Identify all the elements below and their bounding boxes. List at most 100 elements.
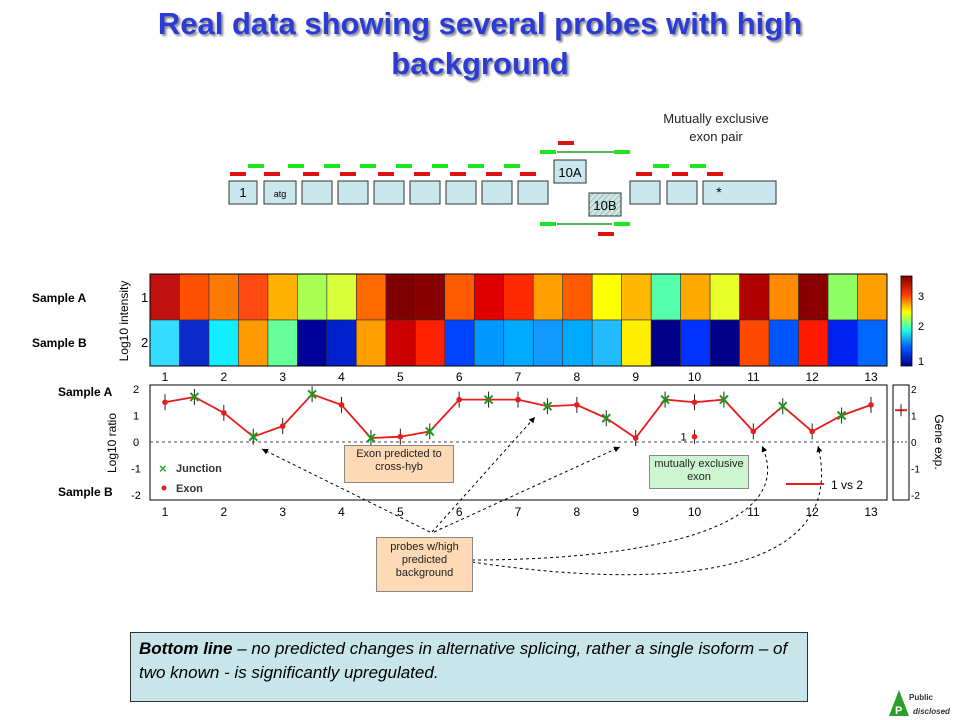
vs-label: 1 vs 2: [831, 478, 863, 492]
heat-xtick-10: 10: [688, 370, 702, 384]
heat-cell-a-4: [267, 273, 298, 321]
ratio-xtick-6: 6: [456, 505, 463, 519]
heat-cell-a-10: [444, 273, 475, 321]
exon-10b-label: 10B: [593, 198, 616, 213]
exon-box-7: [481, 180, 513, 205]
heat-cell-a-6: [326, 273, 357, 321]
mutex-exon-point: [691, 433, 698, 440]
heat-cell-a-12: [503, 273, 534, 321]
heat-xtick-12: 12: [805, 370, 819, 384]
heat-cell-b-2: [208, 319, 239, 367]
legend-exon-marker: [161, 485, 167, 491]
junction-point-23: [836, 410, 847, 421]
heat-cell-b-19: [709, 319, 740, 367]
heat-cell-b-22: [798, 319, 829, 367]
legend: × Junction Exon: [159, 461, 222, 495]
heat-cell-a-23: [827, 273, 858, 321]
ratio-xtick-11: 11: [747, 505, 760, 519]
heat-cell-b-9: [415, 319, 446, 367]
cross-hyb-note: Exon predicted to cross-hyb: [344, 445, 454, 483]
heat-xtick-2: 2: [220, 370, 227, 384]
ratio-sample-b-label: Sample B: [58, 485, 113, 499]
heat-cell-b-11: [473, 319, 505, 367]
ratio-ylabel: Log10 ratio: [105, 413, 119, 473]
ratio-xtick-8: 8: [573, 505, 580, 519]
heat-xtick-5: 5: [397, 370, 404, 384]
junction-point-17: [660, 394, 670, 405]
exon-point-6: [338, 402, 345, 408]
exon-box-4: [373, 180, 405, 205]
heat-cell-b-5: [297, 319, 328, 367]
heat-cell-a-5: [297, 273, 328, 321]
heat-cell-b-6: [326, 319, 357, 367]
heat-xtick-6: 6: [456, 370, 463, 384]
ratio-y-ticks: 210-1-2: [131, 384, 141, 502]
heat-cell-a-18: [680, 273, 711, 321]
heat-cell-b-13: [532, 319, 564, 367]
heat-cell-b-12: [503, 319, 534, 367]
ratio-xtick-7: 7: [515, 505, 522, 519]
title-line-2: background: [391, 46, 569, 81]
legend-junction-label: Junction: [176, 463, 222, 475]
junction-point-15: [601, 413, 611, 423]
heat-cell-b-14: [562, 319, 593, 367]
heat-xtick-11: 11: [747, 370, 760, 384]
colorbar-tick-1: 1: [918, 356, 924, 368]
ratio-xtick-13: 13: [864, 505, 878, 519]
bottom-line-bold: Bottom line: [139, 639, 233, 658]
heat-cell-a-22: [798, 273, 829, 321]
exon-point-16: [632, 435, 639, 441]
gene-exp-tick-1: 1: [911, 412, 917, 423]
ratio-xtick-1: 1: [162, 505, 169, 519]
heat-cell-b-24: [857, 319, 888, 367]
heat-cell-a-24: [857, 273, 888, 321]
exon-box-9: [629, 180, 661, 205]
colorbar: 3 2 1: [900, 275, 924, 368]
junction-point-7: [366, 433, 376, 443]
heat-cell-a-0: [149, 273, 180, 321]
heat-xtick-3: 3: [279, 370, 286, 384]
ratio-xtick-5: 5: [397, 505, 404, 519]
exon-point-4: [279, 423, 286, 429]
heat-cell-a-15: [591, 273, 622, 321]
heatmap-cells: [149, 273, 888, 367]
heat-cell-b-17: [650, 319, 681, 367]
heat-xtick-1: 1: [162, 370, 169, 384]
heat-cell-a-20: [739, 273, 770, 321]
exon-last-label: *: [716, 184, 722, 200]
gene-exp-ticks: 210-1-2: [911, 385, 920, 502]
heatmap-row-tick-1: 1: [141, 290, 148, 305]
heatmap-row-tick-2: 2: [141, 335, 148, 350]
heat-cell-b-18: [680, 319, 711, 367]
ratio-xtick-3: 3: [279, 505, 286, 519]
junction-point-3: [248, 431, 258, 442]
logo-disclosed: disclosed: [913, 707, 951, 716]
heat-cell-a-7: [356, 273, 387, 321]
ratio-ytick-2: 2: [133, 384, 139, 396]
junction-point-11: [483, 394, 494, 405]
junction-point-5: [307, 389, 317, 400]
exon-point-14: [574, 402, 580, 408]
page-title: Real data showing several probes with hi…: [0, 4, 960, 84]
gene-exp-tick-2: 2: [911, 385, 917, 396]
logo-letter: P: [895, 705, 902, 717]
junction-point-21: [778, 401, 788, 411]
heat-cell-a-11: [473, 273, 505, 321]
heatmap-frame: [149, 273, 888, 367]
heatmap-sample-b-label: Sample B: [32, 336, 87, 350]
exon-10a-label: 10A: [558, 165, 581, 180]
heat-cell-a-19: [709, 273, 740, 321]
gene-exp-marker: [895, 404, 907, 417]
heat-xtick-8: 8: [573, 370, 580, 384]
exon-box-8: [517, 180, 549, 205]
junction-point-1: [189, 392, 200, 402]
junction-point-9: [425, 426, 435, 437]
ratio-ytick-0: 0: [133, 437, 139, 449]
exon-1: [228, 180, 258, 205]
heat-cell-a-9: [415, 273, 446, 321]
gene-exp-tick-0: 0: [911, 438, 917, 449]
exon-box-5: [409, 180, 441, 205]
heat-cell-a-17: [650, 273, 681, 321]
